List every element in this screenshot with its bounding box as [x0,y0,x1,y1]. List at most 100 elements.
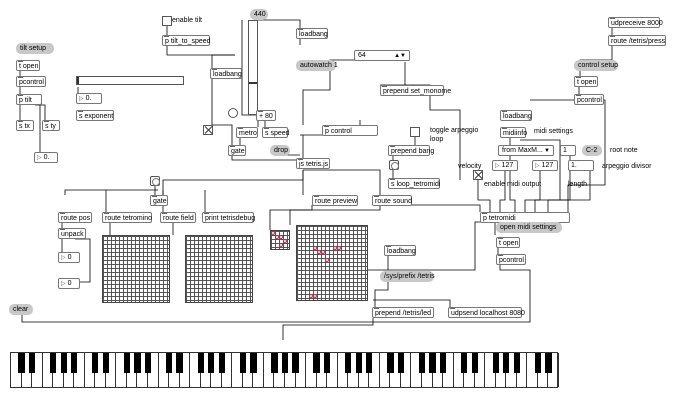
midi-output-menu[interactable]: from MaxM...▼ [498,145,554,156]
black-key[interactable] [439,353,447,373]
black-key[interactable] [239,353,246,373]
white-key[interactable] [296,353,307,387]
pcontrol-object-2[interactable]: pcontrol [574,94,604,105]
white-key[interactable] [106,353,117,387]
white-key[interactable] [327,353,338,387]
s-exponent[interactable]: s exponent [76,110,114,121]
open-midi-settings-message[interactable]: open midi settings [496,222,562,233]
route-tetromino[interactable]: route tetromino [102,212,152,223]
black-key[interactable] [176,353,183,373]
p-control[interactable]: p control [322,125,378,136]
pcontrol-object[interactable]: pcontrol [16,76,46,87]
black-key[interactable] [208,353,215,373]
velocity-number-b[interactable]: ▷127 [532,160,558,171]
black-key[interactable] [545,353,552,373]
pos-x-number[interactable]: ▷0 [58,252,80,263]
black-key[interactable] [418,353,426,373]
monome-size-menu[interactable]: 64▲▼ [354,50,410,61]
route-tetris-press[interactable]: route /tetris/press [608,35,666,46]
black-key[interactable] [60,353,67,373]
black-key[interactable] [250,353,257,373]
p-tilt-to-speed[interactable]: p tilt_to_speed [162,35,211,46]
js-tetris[interactable]: js tetris.js [296,158,330,169]
tetromino-grid[interactable] [102,235,170,303]
piano-keyboard[interactable] [10,352,559,388]
black-key[interactable] [144,353,152,373]
black-key[interactable] [123,353,131,373]
route-field[interactable]: route field [160,212,196,223]
metro-object[interactable]: metro [236,127,258,138]
black-key[interactable] [281,353,289,373]
float-number-box[interactable]: ▷0. [34,152,58,163]
loop-bang[interactable] [389,160,399,170]
white-key[interactable] [475,353,486,387]
black-key[interactable] [503,353,510,373]
p-tilt[interactable]: p tilt [16,94,42,105]
white-key[interactable] [443,353,454,387]
white-key[interactable] [401,353,412,387]
horizontal-slider[interactable] [76,76,184,85]
t-open-object-3[interactable]: t open [496,237,520,248]
enable-tilt-toggle[interactable] [162,16,172,26]
white-key[interactable] [369,353,380,387]
preview-grid[interactable] [270,230,290,250]
clear-message[interactable]: clear [9,304,33,315]
black-key[interactable] [313,353,320,373]
arpeggio-loop-toggle[interactable] [410,127,420,137]
route-preview[interactable]: route preview [312,195,358,206]
circle-button[interactable] [228,108,238,118]
black-key[interactable] [102,353,109,373]
white-key[interactable] [74,353,85,387]
field-grid[interactable] [185,235,253,303]
black-key[interactable] [218,353,225,373]
sys-prefix-message[interactable]: /sys/prefix /tetris [380,271,435,282]
white-key[interactable] [253,353,264,387]
print-tetrisdebug[interactable]: print tetrisdebug [202,212,255,223]
pcontrol-object-3[interactable]: pcontrol [496,254,526,265]
pos-y-number[interactable]: ▷0 [58,278,80,289]
black-key[interactable] [355,353,362,373]
black-key[interactable] [292,353,299,373]
black-key[interactable] [429,353,436,373]
s-ty[interactable]: s ty [42,120,60,131]
vertical-slider[interactable] [248,20,258,115]
monome-led-grid[interactable] [296,225,368,301]
tilt-setup-message[interactable]: tilt setup [16,43,54,54]
black-key[interactable] [460,353,468,373]
black-key[interactable] [165,353,173,373]
white-key[interactable] [148,353,159,387]
white-key[interactable] [32,353,43,387]
autowatch-message[interactable]: autowatch 1 [296,60,338,71]
black-key[interactable] [18,353,25,373]
exponent-number-box[interactable]: ▷0. [76,93,102,104]
prepend-set-monome[interactable]: prepend set_monome [380,85,451,96]
prepend-bang[interactable]: prepend bang [388,145,434,156]
s-tx[interactable]: s tx [16,120,34,131]
black-key[interactable] [366,353,373,373]
t-open-object[interactable]: t open [16,60,40,71]
white-key[interactable] [548,353,559,387]
black-key[interactable] [271,353,278,373]
gate-object[interactable]: gate [228,145,246,156]
gate-object-2[interactable]: gate [150,195,168,206]
t-open-object-2[interactable]: t open [574,76,598,87]
black-key[interactable] [134,353,141,373]
route-pos[interactable]: route pos [58,212,92,223]
udpreceive-object[interactable]: udpreceive 8000 [608,17,663,28]
s-loop-tetromidi[interactable]: s loop_tetromidi [388,178,440,189]
black-key[interactable] [28,353,36,373]
control-setup-message[interactable]: control setup [574,60,618,71]
midiinfo-object[interactable]: midiinfo [500,127,527,138]
black-key[interactable] [345,353,352,373]
unpack-object[interactable]: unpack [58,228,86,239]
loadbang-object[interactable]: loadbang [296,28,328,39]
prepend-tetris-led[interactable]: prepend /tetris/led [372,307,434,318]
black-key[interactable] [397,353,405,373]
udpsend-object[interactable]: udpsend localhost 8080 [448,307,525,318]
root-note-number[interactable]: 1 [560,145,576,156]
metro-toggle[interactable] [203,125,213,135]
plus-80[interactable]: + 80 [256,110,276,121]
black-key[interactable] [71,353,78,373]
black-key[interactable] [323,353,331,373]
enable-midi-output-toggle[interactable] [473,170,483,180]
